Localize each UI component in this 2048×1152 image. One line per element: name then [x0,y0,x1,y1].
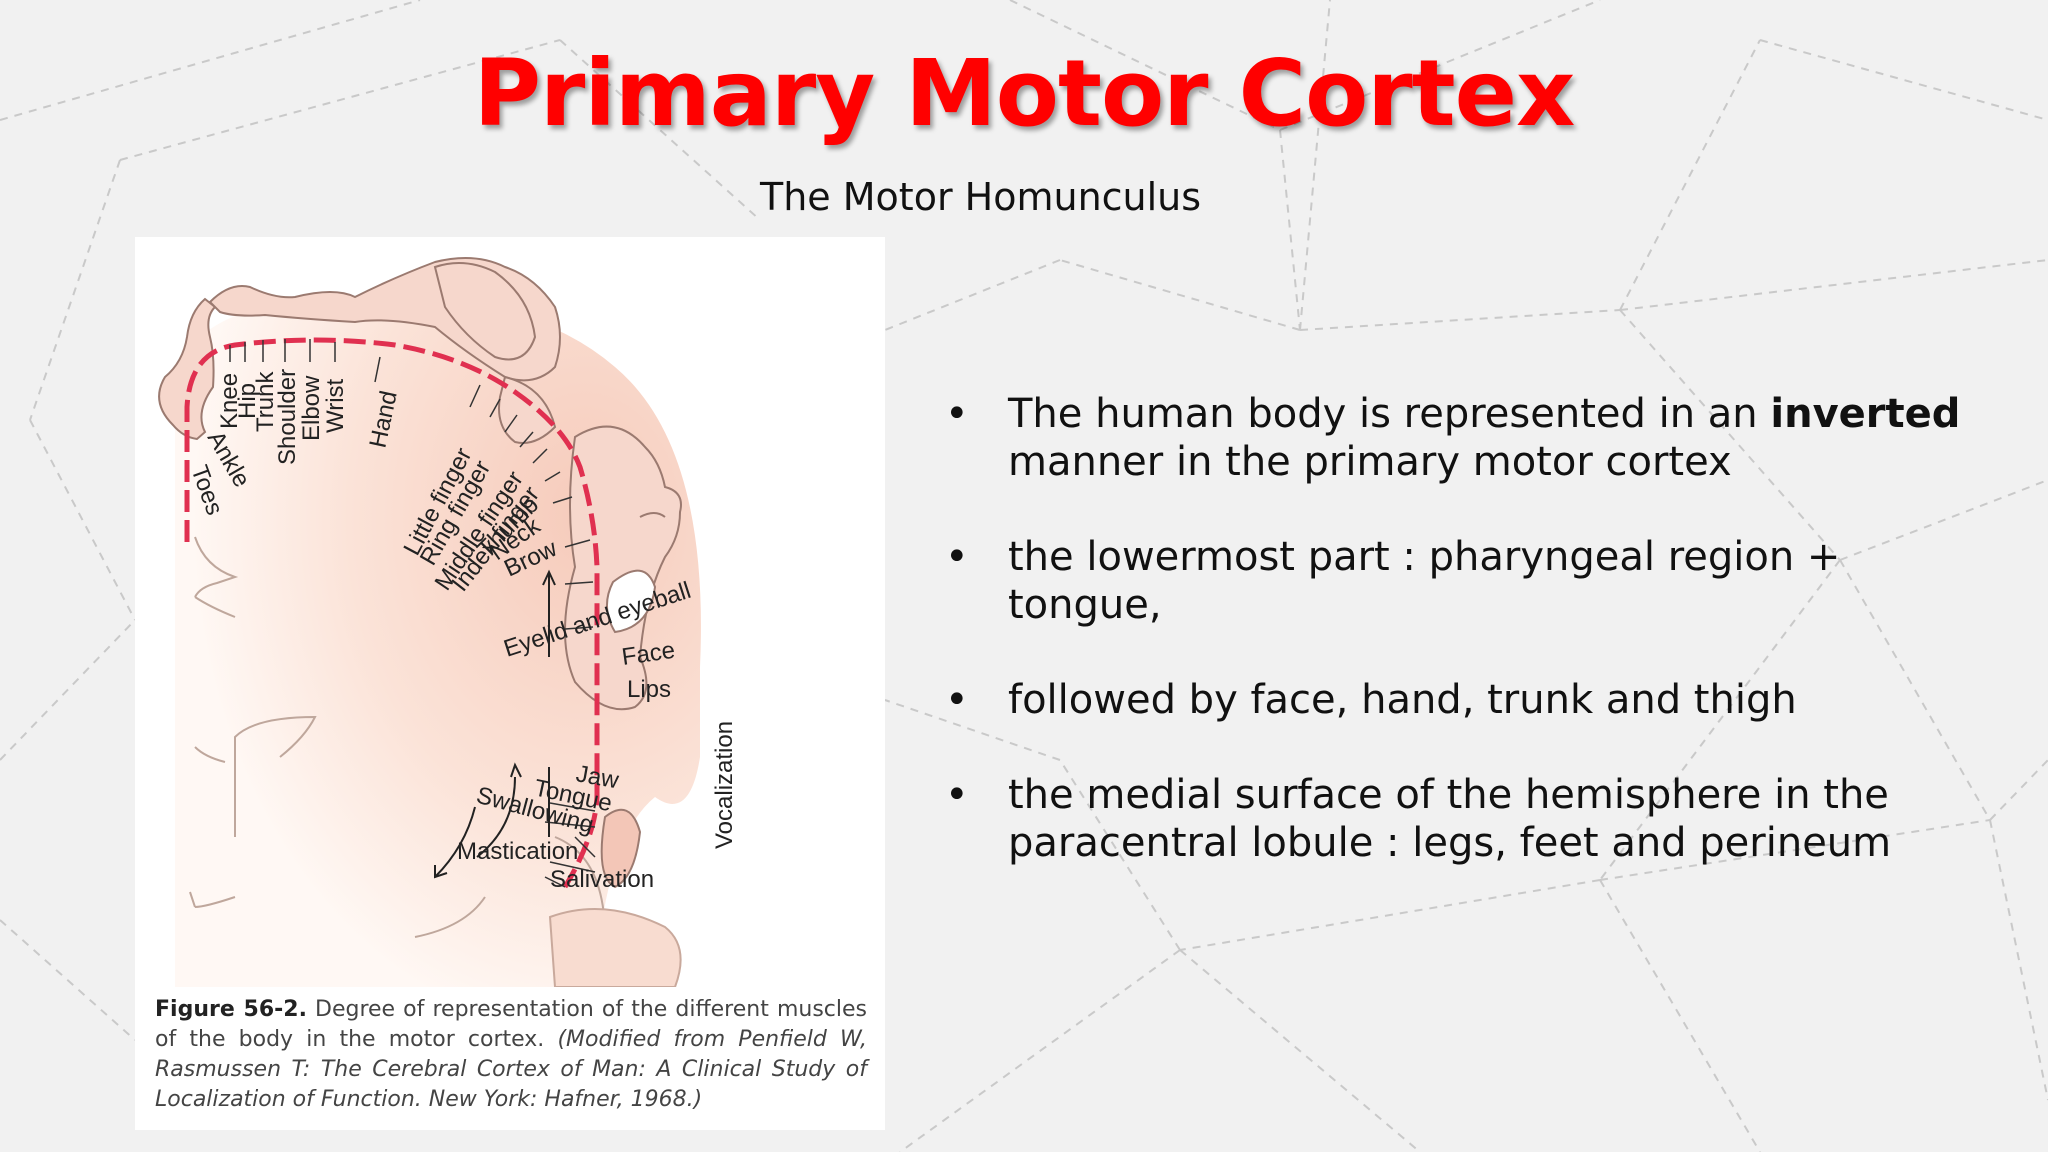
bullet-text-end: manner in the primary motor cortex [1008,439,1732,485]
label-lips: Lips [627,676,671,703]
bullet-emphasis: inverted [1770,391,1961,437]
bullet-item: • the medial surface of the hemisphere i… [945,771,2005,867]
vocalization-arrows [434,569,556,879]
cortex-section [175,296,701,987]
bullet-item: • the lowermost part : pharyngeal region… [945,533,2005,629]
slide-subtitle: The Motor Homunculus [760,175,1202,219]
slide-title: Primary Motor Cortex [473,40,1576,147]
bullet-text: the medial surface of the hemisphere in … [1008,772,1892,866]
caption-citation: (Modified from Penfield W, Rasmussen T: … [155,1027,867,1112]
bullet-marker: • [945,677,969,723]
label-trunk: Trunk [252,371,279,432]
cortex-line [184,337,600,889]
lower-lobe [548,908,682,987]
label-wrist: Wrist [322,378,349,433]
label-shoulder: Shoulder [274,369,301,465]
label-vocalization: Vocalization [711,721,738,849]
label-hip: Hip [234,383,261,419]
caption-figure-number: Figure 56-2. [155,997,307,1022]
label-knee: Knee [216,373,243,429]
bullet-text: the lowermost part : pharyngeal region +… [1008,534,1841,628]
bullet-marker: • [945,772,969,818]
bullet-marker: • [945,391,969,437]
homunculus-figure [158,257,682,889]
label-salivation: Salivation [550,866,654,893]
bullet-item: • followed by face, hand, trunk and thig… [945,676,2005,724]
bullet-text: The human body is represented in an [1008,391,1771,437]
bullet-item: • The human body is represented in an in… [945,390,2005,486]
label-elbow: Elbow [298,375,325,441]
homunculus-illustration: Toes Ankle Knee Hip Trunk Shoulder Elbow… [158,257,738,987]
bullet-marker: • [945,534,969,580]
label-mastication: Mastication [457,838,578,865]
bullet-list: • The human body is represented in an in… [945,390,2005,914]
caption-text: Degree of representation of the differen… [155,997,867,1052]
figure-caption: Figure 56-2. Degree of representation of… [155,995,867,1115]
bullet-text: followed by face, hand, trunk and thigh [1008,677,1797,723]
figure-card: Toes Ankle Knee Hip Trunk Shoulder Elbow… [135,237,885,1130]
